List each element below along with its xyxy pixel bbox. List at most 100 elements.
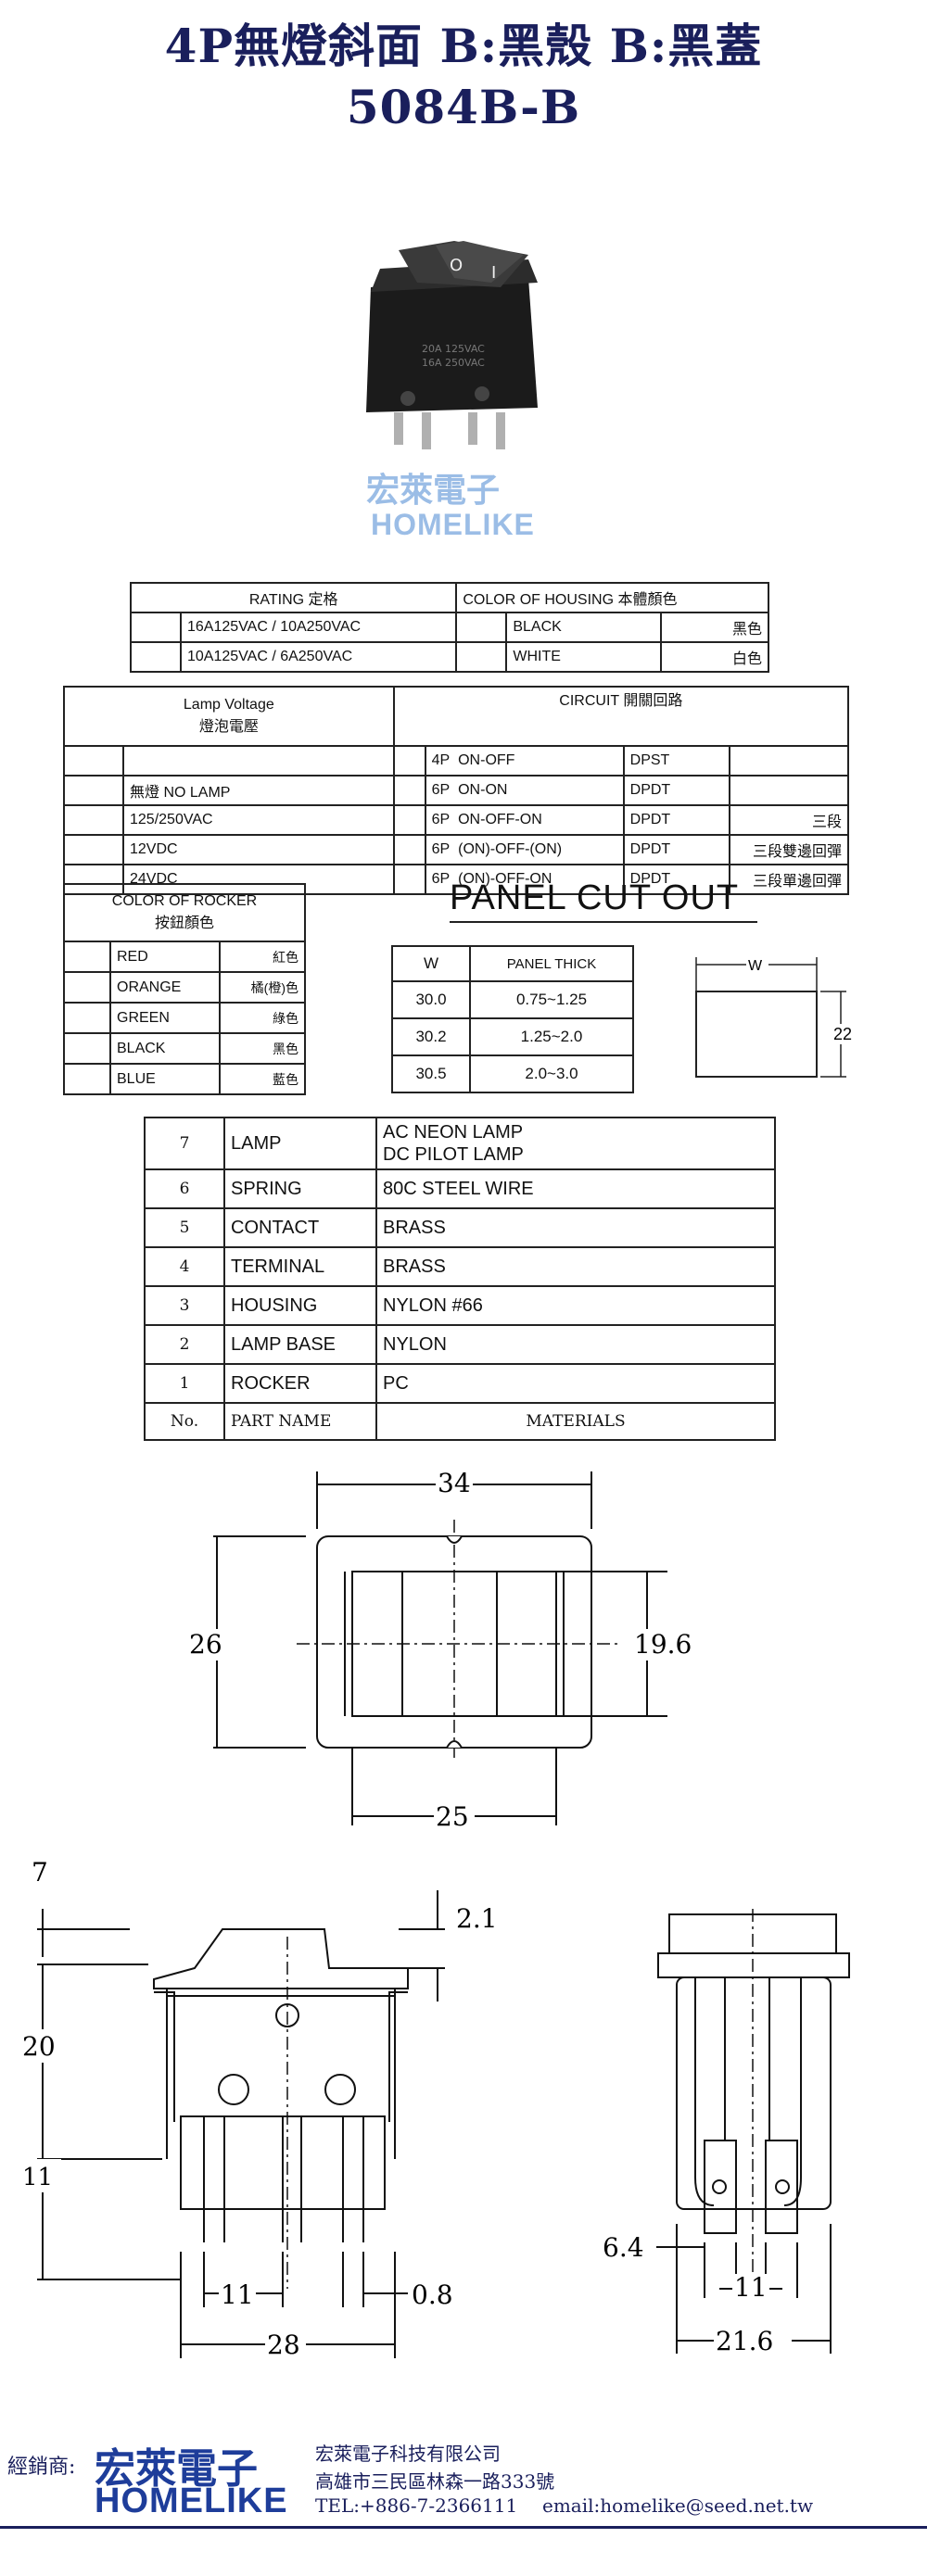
- circuit-action: 6P (ON)-OFF-ON: [424, 864, 625, 895]
- circuit-header: CIRCUIT 開關回路: [392, 686, 850, 747]
- part-name: CONTACT: [223, 1207, 377, 1248]
- part-name: SPRING: [223, 1168, 377, 1209]
- panel-thick-value: 0.75~1.25: [469, 980, 634, 1019]
- rating-table: RATING 定格 COLOR OF HOUSING 本體顏色 16A125VA…: [129, 582, 769, 673]
- lamp-voltage: 12VDC: [122, 834, 395, 865]
- footer-logo-en: HOMELIKE: [95, 2481, 288, 2520]
- top-view-drawing: 34 26 19.6 25: [185, 1468, 701, 1832]
- footer-logo-cn: 宏萊電子: [95, 2446, 258, 2492]
- part-name: LAMP: [223, 1117, 377, 1170]
- side-view-drawing: 7 2.1 20 11 11 0.8 28: [20, 1857, 498, 2360]
- rocker-color: GREEN: [109, 1002, 221, 1034]
- panel-cutout-underline: [450, 921, 757, 923]
- circuit-note: 三段: [728, 804, 850, 836]
- panel-cutout-diagram: W 22: [695, 957, 859, 1078]
- part-material: NYLON #66: [375, 1285, 776, 1326]
- rocker-color-cn: 綠色: [218, 1002, 307, 1034]
- panel-col-thick: PANEL THICK: [469, 945, 634, 982]
- rocker-color: ORANGE: [109, 971, 221, 1004]
- watermark-logo-cn: 宏萊電子: [366, 471, 501, 509]
- dim-top-height: 26: [189, 1629, 222, 1660]
- circuit-note: 三段雙邊回彈: [728, 834, 850, 865]
- housing-color-cn: 黑色: [660, 612, 769, 643]
- page-title: 4P無燈斜面 B:黑殼 B:黑蓋: [164, 19, 763, 73]
- panel-cutout-title: PANEL CUT OUT: [450, 878, 740, 917]
- part-material: NYLON: [375, 1324, 776, 1365]
- part-no: 3: [144, 1285, 225, 1326]
- footer: 經銷商: 宏萊電子 HOMELIKE 宏萊電子科技有限公司 高雄市三民區林森一路…: [0, 2435, 927, 2556]
- circuit-type: DPDT: [622, 864, 730, 895]
- panel-thick-value: 2.0~3.0: [469, 1054, 634, 1093]
- panel-w-value: 30.5: [391, 1054, 471, 1093]
- rocker-color: BLACK: [109, 1032, 221, 1065]
- circuit-type: DPDT: [622, 775, 730, 806]
- circuit-note: [728, 775, 850, 806]
- housing-color-cn: 白色: [660, 641, 769, 673]
- company-address: 高雄市三民區林森一路333號: [315, 2470, 555, 2493]
- switch-rating-text: 16A 250VAC: [422, 357, 485, 369]
- housing-color: WHITE: [505, 641, 663, 673]
- switch-rating-text: 20A 125VAC: [422, 343, 485, 355]
- rocker-color: BLUE: [109, 1063, 221, 1095]
- end-view-drawing: 6.4 11 21.6: [603, 1909, 850, 2356]
- voltage-circuit-table: Lamp Voltage 燈泡電壓 CIRCUIT 開關回路 4P ON-OFF…: [63, 686, 850, 895]
- circuit-note: [728, 745, 850, 777]
- lamp-voltage-header: Lamp Voltage: [183, 697, 274, 713]
- part-material: AC NEON LAMP: [383, 1122, 524, 1143]
- rocker-symbol-on: I: [491, 263, 496, 283]
- part-name: ROCKER: [223, 1363, 377, 1404]
- circuit-note: 三段單邊回彈: [728, 864, 850, 895]
- circuit-action: 4P ON-OFF: [424, 745, 625, 777]
- lamp-voltage-header-cn: 燈泡電壓: [198, 719, 259, 735]
- model-number: 5084B-B: [346, 80, 581, 134]
- rocker-color-cn: 藍色: [218, 1063, 307, 1095]
- part-no: 7: [144, 1117, 225, 1170]
- rocker-color-cn: 橘(橙)色: [218, 971, 307, 1004]
- dim-end-pin-spacing: 11: [734, 2272, 768, 2303]
- dim-inner-width: 25: [436, 1801, 469, 1832]
- housing-color: BLACK: [505, 612, 663, 643]
- footer-rule: [0, 2526, 927, 2529]
- dim-top-width: 34: [438, 1468, 471, 1498]
- dim-end-width: 21.6: [716, 2326, 773, 2356]
- rocker-color-cn: 紅色: [218, 941, 307, 973]
- part-no: 4: [144, 1246, 225, 1287]
- dim-side-width: 28: [267, 2330, 300, 2360]
- rating-value: 10A125VAC / 6A250VAC: [179, 641, 458, 673]
- circuit-type: DPST: [622, 745, 730, 777]
- distributor-label: 經銷商:: [7, 2456, 76, 2479]
- part-no: 6: [144, 1168, 225, 1209]
- dim-rocker-offset: 2.1: [456, 1903, 498, 1934]
- circuit-type: DPDT: [622, 834, 730, 865]
- dim-body-height: 20: [22, 2031, 56, 2062]
- part-name: LAMP BASE: [223, 1324, 377, 1365]
- part-no: 2: [144, 1324, 225, 1365]
- panel-w-value: 30.2: [391, 1017, 471, 1056]
- part-no: 1: [144, 1363, 225, 1404]
- dim-terminal-height: 11: [22, 2164, 53, 2191]
- rocker-symbol-off: O: [450, 256, 463, 275]
- panel-w-value: 30.0: [391, 980, 471, 1019]
- parts-footer-materials: MATERIALS: [375, 1402, 776, 1441]
- panel-thick-value: 1.25~2.0: [469, 1017, 634, 1056]
- rocker-color-cn: 黑色: [218, 1032, 307, 1065]
- watermark-logo-en: HOMELIKE: [371, 508, 535, 541]
- cutout-h-label: 22: [833, 1025, 852, 1043]
- rocker-color: RED: [109, 941, 221, 973]
- part-name: HOUSING: [223, 1285, 377, 1326]
- part-no: 5: [144, 1207, 225, 1248]
- part-material: BRASS: [375, 1207, 776, 1248]
- circuit-type: DPDT: [622, 804, 730, 836]
- parts-footer-no: No.: [144, 1402, 225, 1441]
- company-tel: TEL:+886-7-2366111: [315, 2494, 518, 2517]
- dim-pin-offset: 6.4: [603, 2232, 644, 2263]
- part-material: BRASS: [375, 1246, 776, 1287]
- lamp-voltage: 無燈 NO LAMP: [122, 775, 395, 806]
- part-material: 80C STEEL WIRE: [375, 1168, 776, 1209]
- rating-header: RATING 定格: [129, 582, 458, 613]
- circuit-action: 6P ON-OFF-ON: [424, 804, 625, 836]
- parts-footer-name: PART NAME: [223, 1402, 377, 1441]
- company-name: 宏萊電子科技有限公司: [315, 2443, 501, 2465]
